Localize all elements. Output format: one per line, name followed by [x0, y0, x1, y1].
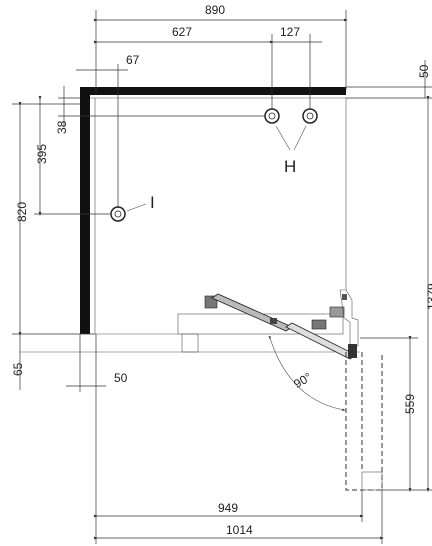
dim-38: 38 [55, 120, 69, 134]
dim-949: 949 [218, 501, 238, 515]
h-inlet-left-core [268, 112, 276, 120]
closed-door-outline [345, 352, 383, 491]
h-leader-right [293, 125, 307, 151]
h-label: H [284, 157, 296, 176]
i-label: I [150, 193, 155, 212]
panel-foot [181, 333, 199, 353]
i-inlet-core [114, 210, 122, 218]
angle-label: 90° [291, 370, 314, 391]
closed-door-foot [361, 471, 383, 491]
dim-559: 559 [403, 394, 417, 414]
door-handle [348, 344, 357, 358]
door-leaf-upper [211, 293, 293, 332]
dim-65: 65 [11, 362, 25, 376]
h-inlet-left-icon [264, 108, 280, 124]
dim-50-top: 50 [417, 64, 431, 78]
dim-127: 127 [280, 25, 300, 39]
swing-arc [268, 335, 346, 411]
dim-67: 67 [126, 53, 140, 67]
i-inlet-icon [110, 206, 126, 222]
hinge-block-right [329, 306, 345, 318]
door-stop [270, 318, 277, 324]
dim-820: 820 [15, 202, 29, 222]
top-wall [80, 87, 346, 95]
left-wall [80, 87, 90, 334]
bracket-knob [342, 294, 347, 300]
h-inlet-right-core [306, 112, 314, 120]
dim-890: 890 [205, 3, 225, 17]
dim-1014: 1014 [226, 523, 253, 537]
hinge-block-mid [311, 319, 327, 330]
dim-1379: 1379 [425, 283, 432, 310]
wall-bracket [339, 289, 359, 347]
h-inlet-right-icon [302, 108, 318, 124]
h-leader-left [275, 125, 291, 151]
dim-50-bottom: 50 [114, 371, 128, 385]
dim-627: 627 [172, 25, 192, 39]
i-leader [126, 203, 147, 212]
dim-395: 395 [35, 144, 49, 164]
